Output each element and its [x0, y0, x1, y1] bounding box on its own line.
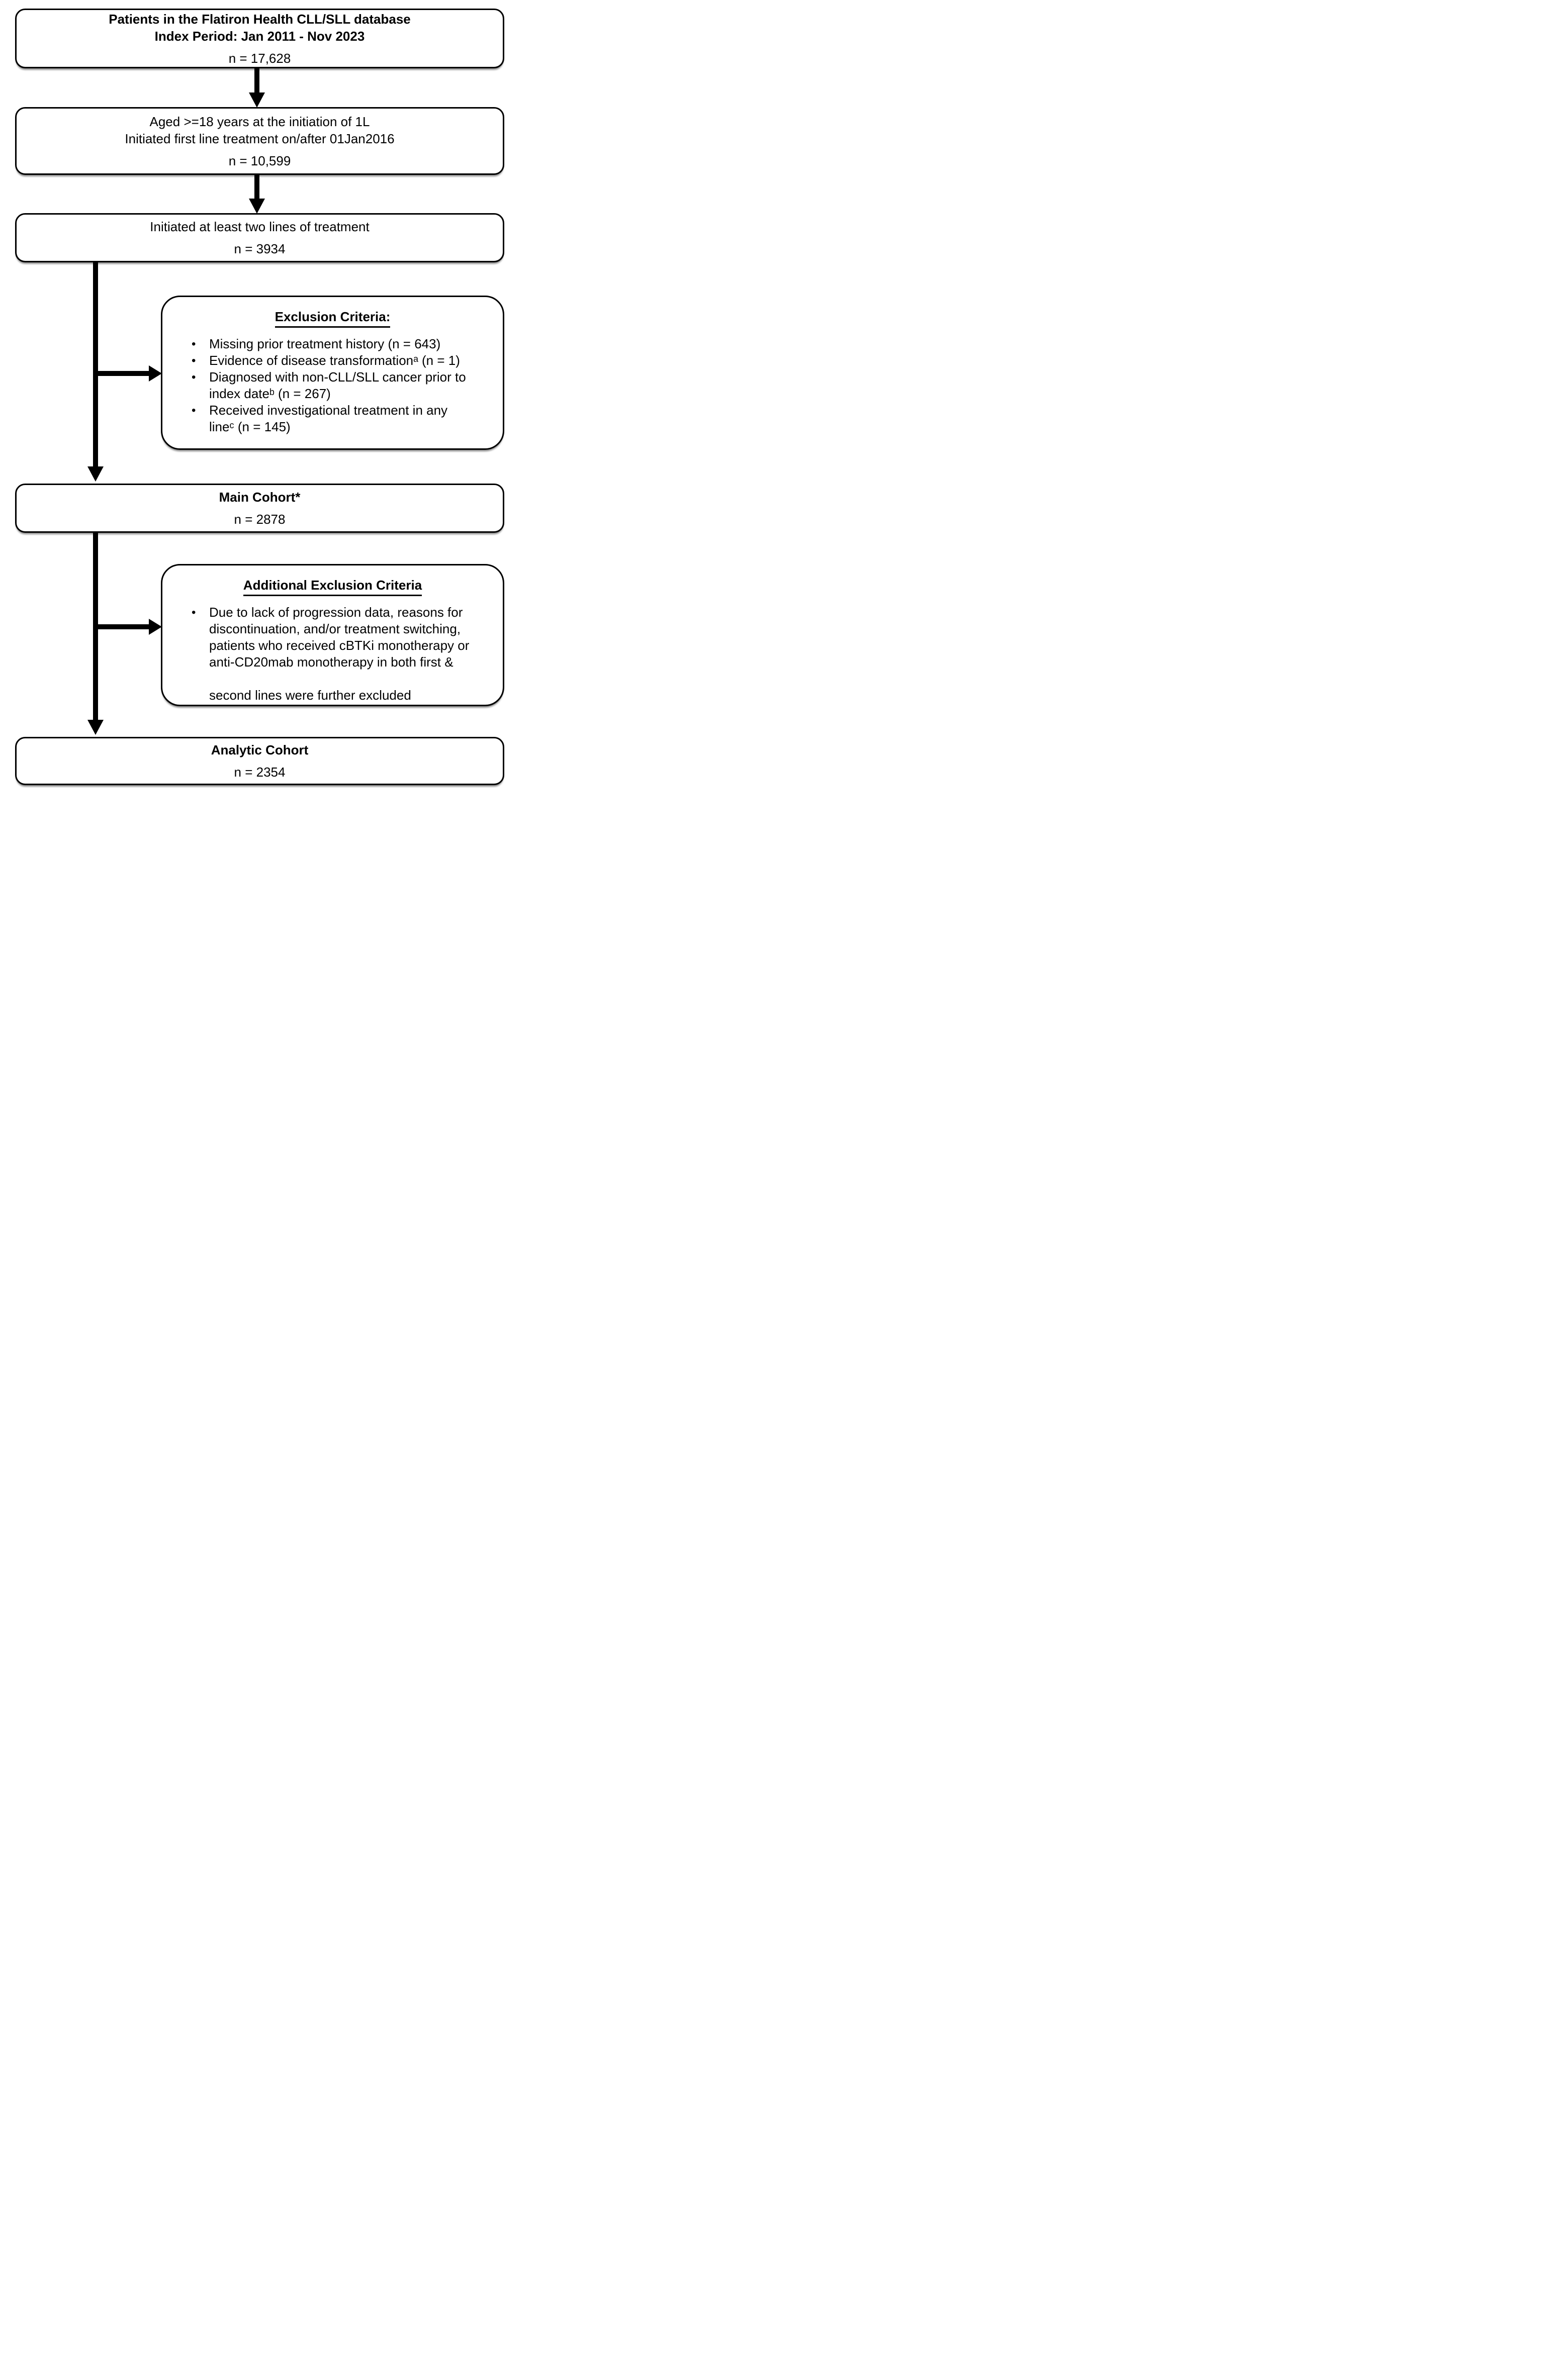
- box-two-lines-line1: Initiated at least two lines of treatmen…: [150, 219, 370, 234]
- additional-exclusion-title-row: Additional Exclusion Criteria: [175, 578, 490, 596]
- box-analytic-cohort: Analytic Cohort n = 2354: [15, 737, 504, 785]
- exclusion-bullet-row: • Received investigational treatment in …: [192, 402, 488, 435]
- box-main-cohort: Main Cohort* n = 2878: [15, 484, 504, 533]
- exclusion-bullet-text: Evidence of disease transformationᵃ (n =…: [209, 353, 460, 368]
- bullet-icon: •: [192, 370, 196, 384]
- exclusion-bullet-text: Missing prior treatment history (n = 643…: [209, 336, 441, 351]
- main-cohort-title: Main Cohort*: [219, 490, 301, 505]
- branch-additional-exclusion-stem: [96, 624, 152, 629]
- arrow-aged-to-twolines-stem: [254, 175, 259, 199]
- box-aged: Aged >=18 years at the initiation of 1L …: [15, 107, 504, 175]
- exclusion-bullet-row: • Evidence of disease transformationᵃ (n…: [192, 352, 488, 369]
- box-database-n-label: n = 17,628: [228, 50, 291, 66]
- analytic-cohort-n-label: n = 2354: [234, 765, 286, 780]
- exclusion-criteria-title: Exclusion Criteria:: [275, 309, 391, 328]
- branch-exclusion-stem: [96, 371, 152, 376]
- bullet-icon: •: [192, 354, 196, 367]
- main-cohort-n-label: n = 2878: [234, 512, 286, 527]
- arrow-database-to-aged-stem: [254, 68, 259, 93]
- exclusion-bullet-text: Received investigational treatment in an…: [209, 403, 448, 434]
- branch-exclusion-head-icon: [149, 365, 162, 382]
- connector-twolines-to-maincohort-head-icon: [87, 466, 104, 482]
- box-exclusion-criteria: Exclusion Criteria: • Missing prior trea…: [161, 296, 504, 450]
- box-aged-line1: Aged >=18 years at the initiation of 1L: [149, 114, 370, 129]
- connector-twolines-to-maincohort-stem: [93, 262, 98, 467]
- bullet-icon: •: [192, 337, 196, 351]
- exclusion-bullet-text: Diagnosed with non-CLL/SLL cancer prior …: [209, 369, 466, 401]
- exclusion-bullet-row: • Missing prior treatment history (n = 6…: [192, 336, 488, 352]
- box-two-lines: Initiated at least two lines of treatmen…: [15, 213, 504, 262]
- box-aged-line2: Initiated first line treatment on/after …: [125, 131, 395, 146]
- additional-exclusion-bullet-text: Due to lack of progression data, reasons…: [209, 605, 470, 703]
- bullet-icon: •: [192, 404, 196, 417]
- box-two-lines-n-label: n = 3934: [234, 241, 286, 256]
- exclusion-criteria-list: • Missing prior treatment history (n = 6…: [175, 336, 490, 435]
- bullet-icon: •: [192, 606, 196, 619]
- analytic-cohort-title: Analytic Cohort: [211, 742, 309, 757]
- box-additional-exclusion: Additional Exclusion Criteria • Due to l…: [161, 564, 504, 706]
- connector-maincohort-to-analytic-head-icon: [87, 720, 104, 735]
- additional-exclusion-bullet-row: • Due to lack of progression data, reaso…: [192, 604, 488, 704]
- branch-additional-exclusion-head-icon: [149, 619, 162, 635]
- box-database-title-line1: Patients in the Flatiron Health CLL/SLL …: [109, 11, 411, 27]
- box-database-title-line2: Index Period: Jan 2011 - Nov 2023: [154, 28, 365, 44]
- additional-exclusion-title: Additional Exclusion Criteria: [243, 578, 422, 596]
- exclusion-bullet-row: • Diagnosed with non-CLL/SLL cancer prio…: [192, 369, 488, 402]
- arrow-aged-to-twolines-head-icon: [249, 199, 265, 214]
- box-database: Patients in the Flatiron Health CLL/SLL …: [15, 9, 504, 68]
- patient-flow-diagram: Patients in the Flatiron Health CLL/SLL …: [0, 0, 515, 793]
- exclusion-criteria-title-row: Exclusion Criteria:: [175, 309, 490, 328]
- box-aged-n-label: n = 10,599: [228, 153, 291, 168]
- additional-exclusion-list: • Due to lack of progression data, reaso…: [175, 604, 490, 704]
- arrow-database-to-aged-head-icon: [249, 92, 265, 108]
